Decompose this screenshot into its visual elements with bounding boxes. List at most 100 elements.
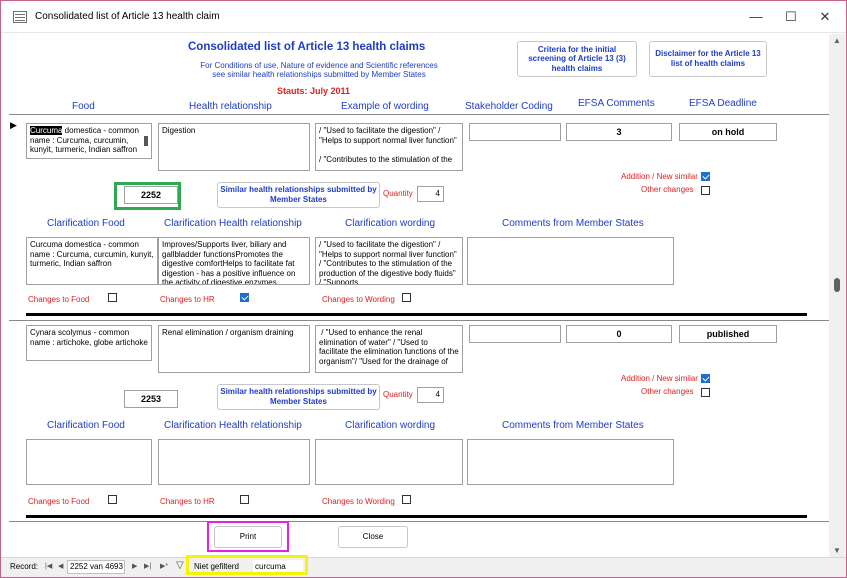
col-clar-food: Clarification Food	[47, 218, 125, 229]
quantity-label: Quantity	[383, 189, 413, 198]
filter-icon[interactable]: ▽	[176, 560, 184, 571]
record-selector-icon[interactable]: ▶	[10, 120, 17, 130]
other-changes-checkbox[interactable]	[701, 186, 710, 195]
search-input[interactable]: curcuma	[253, 560, 303, 574]
col-clar-food: Clarification Food	[47, 420, 125, 431]
col-efsa-deadline: EFSA Deadline	[689, 98, 757, 109]
record-divider	[9, 320, 829, 321]
print-highlight	[207, 521, 289, 552]
record-navigation-bar: Record: |◀ ◀ 2252 van 4693 ▶ ▶| ▶* ▽ Nie…	[1, 557, 846, 577]
title-bar: Consolidated list of Article 13 health c…	[1, 1, 846, 33]
stakeholder-coding-field[interactable]	[469, 123, 561, 141]
changes-to-wording-label: Changes to Wording	[322, 497, 395, 506]
changes-to-food-checkbox[interactable]	[108, 293, 117, 302]
changes-to-wording-checkbox[interactable]	[402, 495, 411, 504]
scroll-up-icon[interactable]: ▲	[833, 36, 841, 45]
clar-food-field[interactable]	[26, 439, 152, 485]
close-icon[interactable]: ✕	[819, 9, 831, 24]
comments-ms-field[interactable]	[467, 439, 674, 485]
changes-to-hr-checkbox[interactable]	[240, 293, 249, 302]
header-subtitle-line2: see similar health relationships submitt…	[212, 70, 426, 79]
header-subtitle-line1: For Conditions of use, Nature of evidenc…	[200, 61, 438, 70]
maximize-icon[interactable]: ☐	[785, 9, 797, 24]
quantity-field[interactable]: 4	[417, 186, 444, 202]
similar-relationships-button[interactable]: Similar health relationships submitted b…	[217, 182, 380, 208]
clar-hr-field[interactable]	[158, 439, 310, 485]
quantity-field[interactable]: 4	[417, 387, 444, 403]
food-field[interactable]: Curcuma domestica - common name : Curcum…	[26, 123, 152, 159]
comments-ms-field[interactable]	[467, 237, 674, 285]
header-divider	[9, 114, 829, 115]
clar-hr-field[interactable]: Improves/Supports liver, biliary and gal…	[158, 237, 310, 285]
vertical-scrollbar[interactable]: ▲ ▼	[829, 34, 845, 558]
record-separator	[26, 515, 807, 518]
changes-to-food-checkbox[interactable]	[108, 495, 117, 504]
clar-wording-field[interactable]: / "Used to facilitate the digestion" / "…	[315, 237, 463, 285]
changes-to-hr-label: Changes to HR	[160, 295, 215, 304]
status-date: Stauts: July 2011	[277, 86, 351, 96]
example-wording-field[interactable]: / "Used to facilitate the digestion" / "…	[315, 123, 463, 171]
previous-record-icon[interactable]: ◀	[58, 563, 64, 570]
criteria-button[interactable]: Criteria for the initial screening of Ar…	[517, 41, 637, 77]
footer-divider	[9, 521, 829, 522]
food-search-match: Curcuma	[30, 126, 63, 135]
window-title: Consolidated list of Article 13 health c…	[35, 11, 220, 22]
efsa-deadline-field[interactable]: on hold	[679, 123, 777, 141]
col-clar-wording: Clarification wording	[345, 218, 436, 229]
addition-new-similar-checkbox[interactable]	[701, 172, 710, 181]
changes-to-food-label: Changes to Food	[28, 295, 90, 304]
other-changes-checkbox[interactable]	[701, 388, 710, 397]
close-button[interactable]: Close	[338, 526, 408, 548]
addition-new-similar-label: Addition / New similar	[621, 172, 698, 181]
food-scrollbar[interactable]	[144, 136, 148, 146]
disclaimer-button[interactable]: Disclaimer for the Article 13 list of he…	[649, 41, 767, 77]
addition-new-similar-label: Addition / New similar	[621, 374, 698, 383]
scroll-thumb[interactable]	[834, 278, 840, 292]
record-id-field[interactable]: 2253	[124, 390, 178, 408]
scroll-down-icon[interactable]: ▼	[833, 546, 841, 555]
col-clar-hr: Clarification Health relationship	[164, 218, 302, 229]
clar-food-field[interactable]: Curcuma domestica - common name : Curcum…	[26, 237, 158, 285]
record-label: Record:	[10, 562, 39, 571]
record-position-field[interactable]: 2252 van 4693	[67, 560, 125, 574]
col-health-relationship: Health relationship	[189, 101, 272, 112]
stakeholder-coding-field[interactable]	[469, 325, 561, 343]
record-id-field[interactable]: 2252	[124, 186, 178, 204]
col-example-wording: Example of wording	[341, 101, 429, 112]
food-text: domestica - common name : Curcuma, curcu…	[30, 126, 139, 155]
example-wording-field[interactable]: / "Used to enhance the renal elimination…	[315, 325, 463, 373]
quantity-label: Quantity	[383, 390, 413, 399]
similar-relationships-button[interactable]: Similar health relationships submitted b…	[217, 384, 380, 410]
changes-to-wording-checkbox[interactable]	[402, 293, 411, 302]
last-record-icon[interactable]: ▶|	[144, 563, 152, 570]
efsa-comments-field[interactable]: 3	[566, 123, 672, 141]
col-food: Food	[72, 101, 95, 112]
first-record-icon[interactable]: |◀	[45, 563, 53, 570]
filter-status[interactable]: Niet gefilterd	[194, 562, 239, 571]
efsa-comments-field[interactable]: 0	[566, 325, 672, 343]
form-icon	[13, 11, 27, 23]
clar-wording-field[interactable]	[315, 439, 463, 485]
col-comments-ms: Comments from Member States	[502, 420, 644, 431]
search-highlight	[186, 555, 308, 575]
changes-to-hr-checkbox[interactable]	[240, 495, 249, 504]
form-title: Consolidated list of Article 13 health c…	[188, 41, 426, 53]
next-record-icon[interactable]: ▶	[132, 563, 138, 570]
col-clar-hr: Clarification Health relationship	[164, 420, 302, 431]
changes-to-wording-label: Changes to Wording	[322, 295, 395, 304]
minimize-icon[interactable]: —	[749, 9, 763, 24]
addition-new-similar-checkbox[interactable]	[701, 374, 710, 383]
print-button[interactable]: Print	[214, 526, 282, 548]
other-changes-label: Other changes	[641, 185, 694, 194]
other-changes-label: Other changes	[641, 387, 694, 396]
new-record-icon[interactable]: ▶*	[160, 563, 169, 570]
health-relationship-field[interactable]: Digestion	[158, 123, 310, 171]
health-relationship-field[interactable]: Renal elimination / organism draining	[158, 325, 310, 373]
form-body: Consolidated list of Article 13 health c…	[9, 34, 829, 554]
efsa-deadline-field[interactable]: published	[679, 325, 777, 343]
changes-to-hr-label: Changes to HR	[160, 497, 215, 506]
food-field[interactable]: Cynara scolymus - common name : artichok…	[26, 325, 152, 361]
record-id-highlight	[114, 182, 181, 210]
col-comments-ms: Comments from Member States	[502, 218, 644, 229]
